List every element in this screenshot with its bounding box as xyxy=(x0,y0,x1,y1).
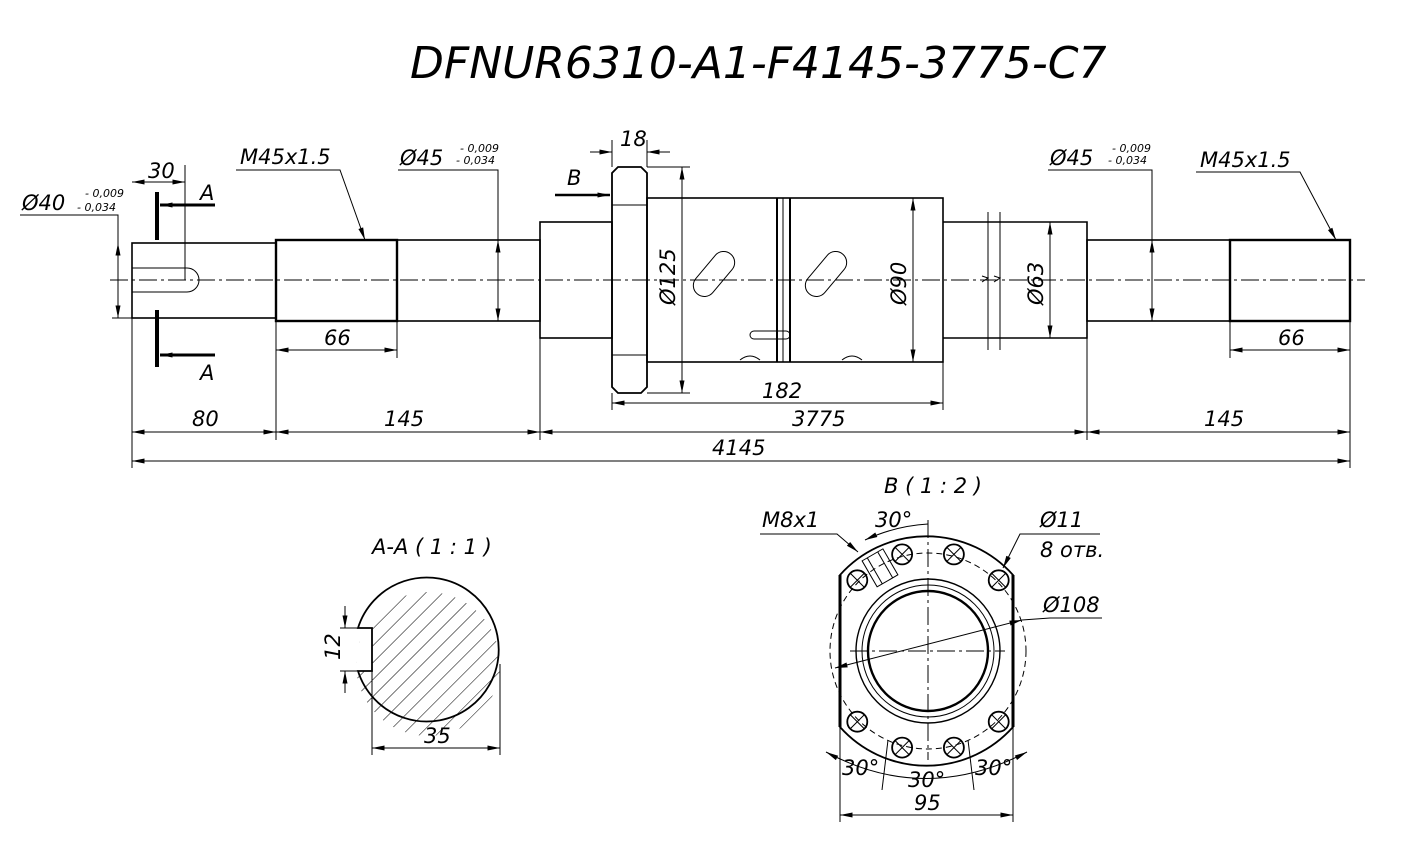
grease-nipple xyxy=(749,330,791,340)
bolt-hole xyxy=(891,543,914,566)
dia45-left-tol-lower: - 0,034 xyxy=(456,154,495,167)
section-hatching xyxy=(356,592,500,736)
leader-m8 xyxy=(760,533,859,553)
dim-145-left: 145 xyxy=(384,407,424,431)
return-slot-2 xyxy=(804,251,848,297)
hole-center-mark xyxy=(946,740,962,755)
dim-80: 80 xyxy=(192,407,219,431)
hole-center-mark xyxy=(849,572,865,588)
hole-center-mark xyxy=(946,547,962,562)
leader-hole-dia xyxy=(1002,533,1100,569)
dim-dia125: Ø125 xyxy=(656,248,680,306)
nut-body xyxy=(646,197,944,363)
dim-dia108: Ø108 xyxy=(1042,593,1100,617)
thread-callout-m8: M8x1 xyxy=(762,508,819,532)
break-symbol xyxy=(981,275,1002,283)
angle-bottom-mid: 30° xyxy=(908,768,945,792)
angle-top: 30° xyxy=(875,508,912,532)
dim-95: 95 xyxy=(914,791,941,815)
dimensions: Ø40 - 0,009 - 0,034 30 M45x1.5 Ø45 - 0,0… xyxy=(20,127,1351,468)
bolt-hole xyxy=(846,569,869,592)
bolt-hole xyxy=(987,569,1010,592)
hole-center-mark xyxy=(894,547,910,562)
section-cut-marks: A A B xyxy=(155,166,610,385)
hole-center-mark xyxy=(894,740,910,755)
dim-4145: 4145 xyxy=(712,436,765,460)
nut-bottom-features xyxy=(739,355,863,361)
angle-arc-top xyxy=(864,523,929,541)
view-label-b: B xyxy=(567,166,581,190)
dim-dia45-left: Ø45 xyxy=(399,146,443,170)
leader-dia45-left xyxy=(398,169,499,240)
dim-182: 182 xyxy=(762,379,802,403)
leader-dia45-right xyxy=(1048,169,1153,240)
thread-callout-right: M45x1.5 xyxy=(1200,148,1291,172)
dim-66-right: 66 xyxy=(1278,326,1305,350)
dia45-left-tol-upper: - 0,009 xyxy=(460,142,499,155)
bolt-hole xyxy=(987,710,1010,733)
dia40-tol-upper: - 0,009 xyxy=(85,187,124,200)
bolt-hole xyxy=(942,543,965,566)
thread-callout-left: M45x1.5 xyxy=(240,145,331,169)
leader-dia40 xyxy=(20,214,119,243)
hole-center-mark xyxy=(991,572,1007,588)
dia45-right-tol-upper: - 0,009 xyxy=(1112,142,1151,155)
angle-arc-bottom xyxy=(825,751,1028,779)
dim-30: 30 xyxy=(148,159,175,183)
dim-35: 35 xyxy=(424,724,451,748)
lube-port-m8 xyxy=(861,548,899,588)
leader-thread-right xyxy=(1196,171,1337,241)
dim-dia90: Ø90 xyxy=(887,262,911,306)
dia45-right-tol-lower: - 0,034 xyxy=(1108,154,1147,167)
hole-center-mark xyxy=(849,714,865,730)
angle-extension-line xyxy=(967,739,975,791)
dim-145-right: 145 xyxy=(1204,407,1244,431)
keyway-slot xyxy=(132,267,200,293)
dia40-tol-lower: - 0,034 xyxy=(77,201,116,214)
return-slot-1 xyxy=(692,251,736,297)
section-label-top: A xyxy=(198,181,214,205)
dim-18: 18 xyxy=(620,127,647,151)
dim-3775: 3775 xyxy=(792,407,845,431)
bolt-hole xyxy=(846,710,869,733)
dim-line-dia108 xyxy=(834,619,1023,669)
section-a-a: A-A ( 1 : 1 ) 12 35 xyxy=(321,535,501,755)
hole-count: 8 отв. xyxy=(1040,538,1104,562)
dim-66-left: 66 xyxy=(324,326,351,350)
angle-extension-line xyxy=(881,739,889,791)
hole-center-mark xyxy=(991,714,1007,730)
leader-dia108 xyxy=(1021,617,1102,621)
section-label-bottom: A xyxy=(198,361,214,385)
view-b-flange: B ( 1 : 2 ) Ø108 M8x1 30° Ø11 8 отв. 30°… xyxy=(760,474,1104,822)
screw-shaft-main-view: A A B Ø40 - 0,009 - 0,034 30 M45x1.5 Ø45… xyxy=(20,127,1365,468)
thread-right xyxy=(1228,238,1352,323)
view-b-title: B ( 1 : 2 ) xyxy=(884,474,982,498)
hole-dia: Ø11 xyxy=(1039,508,1083,532)
angle-bottom-left: 30° xyxy=(842,756,879,780)
leader-thread-left xyxy=(236,169,366,241)
angle-bottom-right: 30° xyxy=(975,756,1012,780)
dim-dia63: Ø63 xyxy=(1024,262,1048,306)
section-outline xyxy=(356,576,500,723)
nut-flange xyxy=(611,166,648,394)
dim-12: 12 xyxy=(321,633,345,660)
dim-dia45-right: Ø45 xyxy=(1049,146,1093,170)
drawing-title: DFNUR6310-A1-F4145-3775-C7 xyxy=(410,38,1106,89)
section-title: A-A ( 1 : 1 ) xyxy=(370,535,492,559)
dim-dia40: Ø40 xyxy=(21,191,65,215)
